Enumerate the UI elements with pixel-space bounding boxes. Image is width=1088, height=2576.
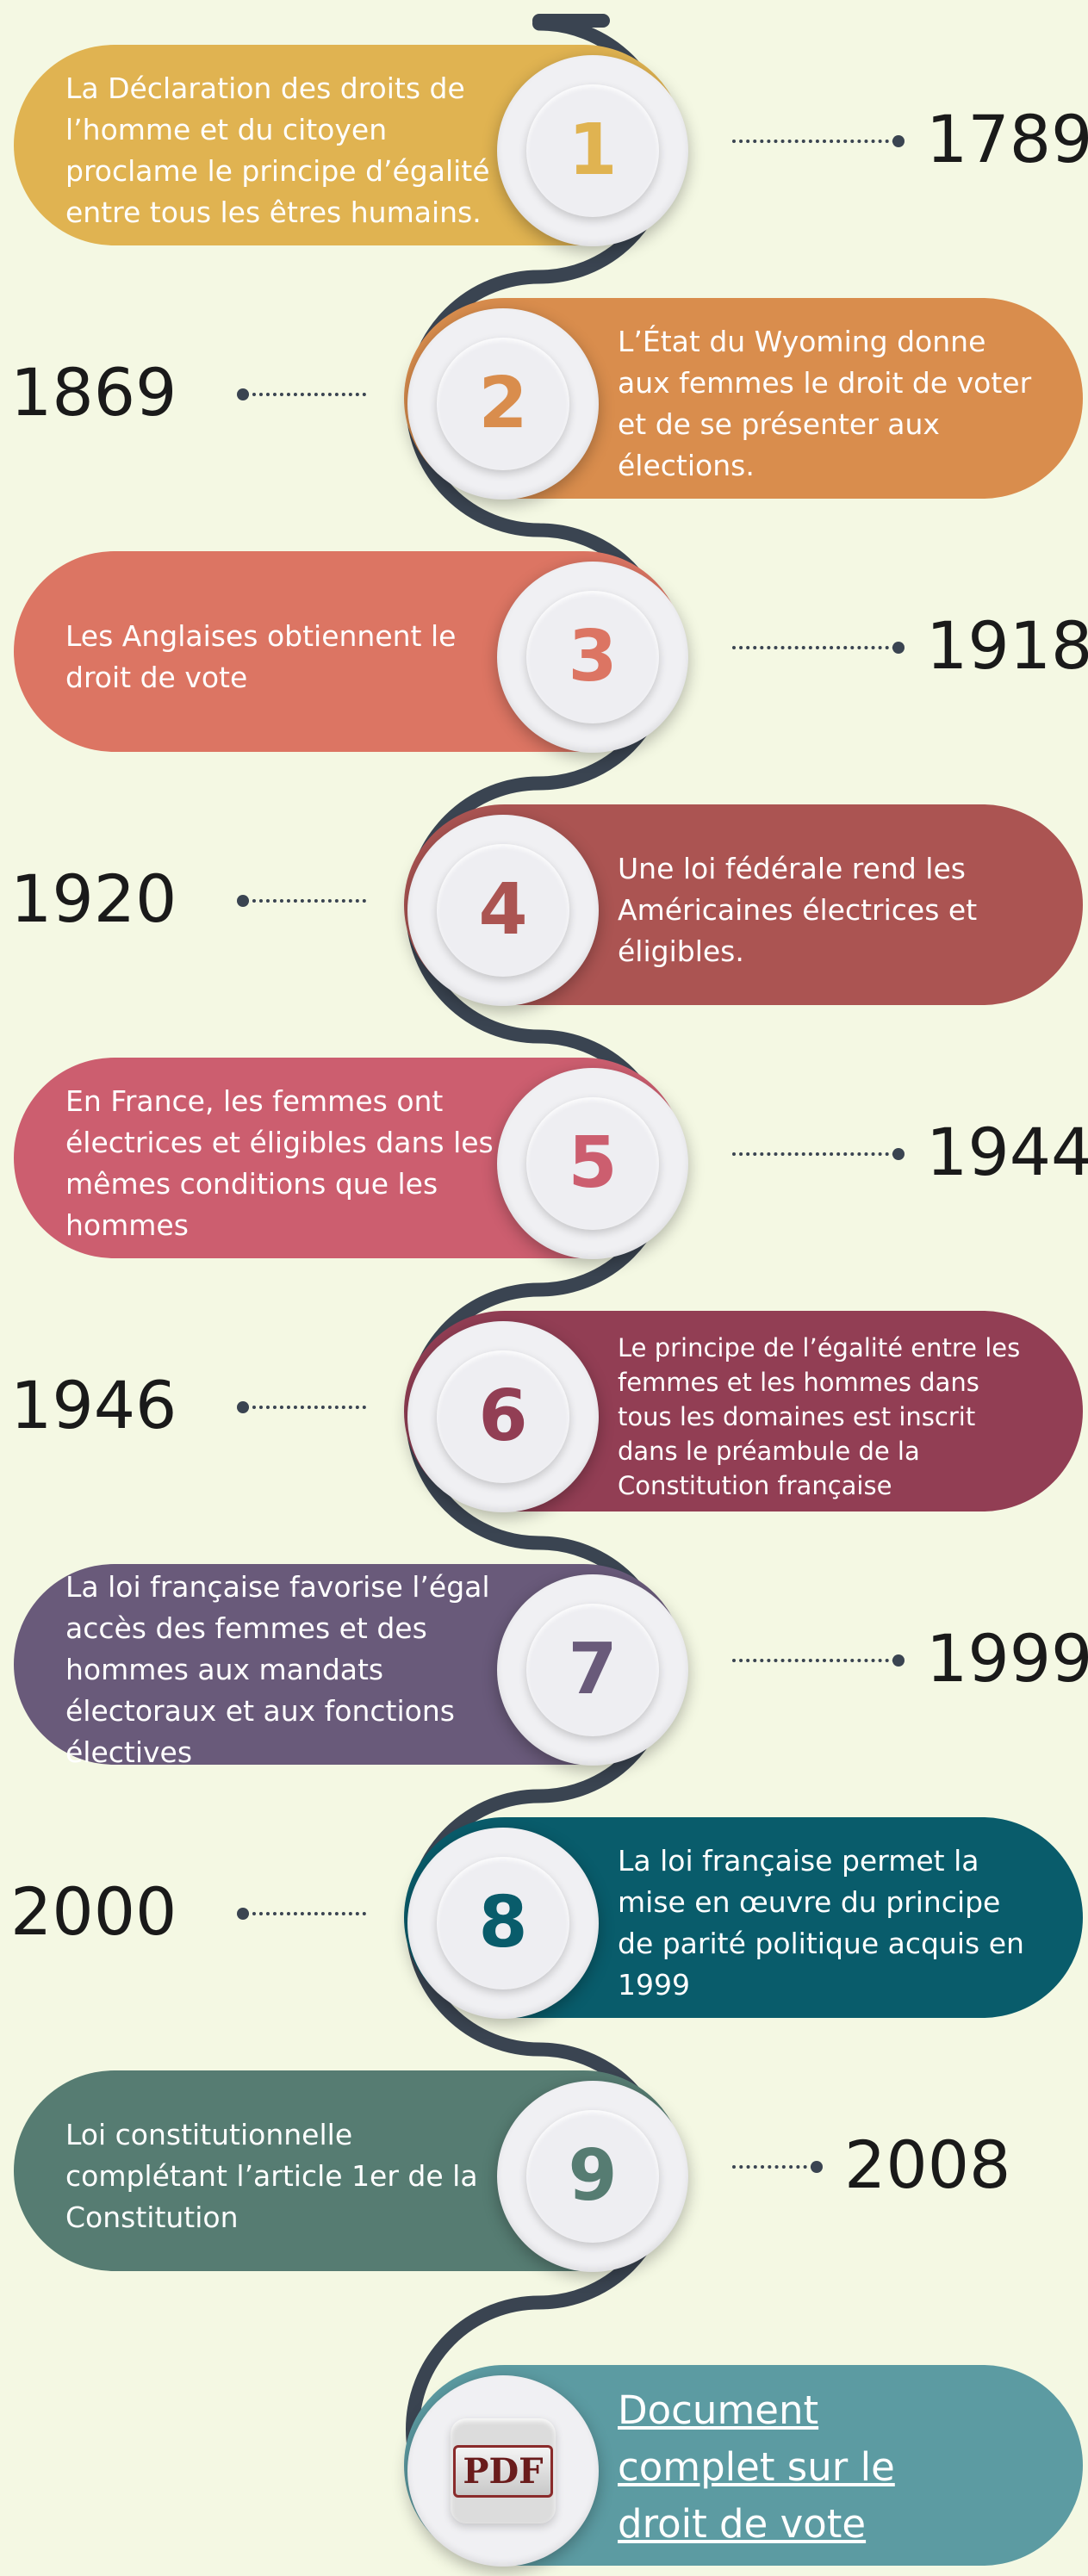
document-link[interactable]: Document complet sur le droit de vote [618,2387,895,2547]
milestone-number-badge: 2 [407,308,599,500]
milestone-number-badge: 4 [407,815,599,1006]
milestone-description: La Déclaration des droits de l’homme et … [65,71,490,229]
milestone-number-badge: 6 [407,1321,599,1512]
milestone-number-disc: 3 [526,591,659,723]
connector-line [732,1659,896,1662]
connector-dot [237,1401,249,1413]
pdf-icon[interactable]: PDF [451,2418,556,2523]
milestone-number: 3 [568,616,618,698]
milestone-number-badge: 5 [497,1068,688,1259]
milestone-year: 1946 [10,1367,177,1443]
milestone-year: 1918 [926,607,1088,684]
connector-dot [237,1908,249,1920]
connector-line [246,899,366,903]
milestone-description: Les Anglaises obtiennent le droit de vot… [65,618,457,694]
milestone-number-badge: 9 [497,2081,688,2272]
milestone-description: Loi constitutionnelle complétant l’artic… [65,2117,478,2234]
milestone-number: 2 [478,363,528,444]
connector-dot [237,388,249,400]
connector-line [732,140,896,143]
connector-line [732,1152,896,1156]
milestone-number: 1 [568,109,618,191]
milestone-number-disc: 8 [437,1857,569,1989]
connector-line [732,2165,814,2169]
milestone-number-badge: 3 [497,562,688,753]
milestone-number-disc: 7 [526,1604,659,1736]
pdf-icon-label: PDF [453,2444,553,2498]
milestone-year: 1944 [926,1114,1088,1190]
milestone-number-disc: 1 [526,84,659,217]
pdf-badge-circle[interactable]: PDF [407,2375,599,2567]
milestone-year: 1999 [926,1620,1088,1697]
connector-dot [892,1654,905,1667]
connector-line [246,1912,366,1915]
milestone-description: En France, les femmes ont électrices et … [65,1083,494,1242]
milestone-number: 5 [568,1122,618,1204]
milestone-number-disc: 2 [437,338,569,470]
milestone-number-badge: 1 [497,55,688,246]
connector-dot [811,2161,823,2173]
milestone-number: 7 [568,1629,618,1710]
milestone-number: 4 [478,869,528,951]
milestone-card: L’État du Wyoming donne aux femmes le dr… [385,298,1083,509]
milestone-description: L’État du Wyoming donne aux femmes le dr… [618,324,1032,482]
connector-line [246,1406,366,1409]
milestone-number-disc: 6 [437,1350,569,1483]
milestone-year: 2000 [10,1873,177,1950]
milestone-description: Le principe de l’égalité entre les femme… [618,1332,1021,1500]
milestone-number-badge: 7 [497,1574,688,1766]
milestone-number-disc: 5 [526,1097,659,1230]
milestone-number-badge: 8 [407,1828,599,2019]
connector-dot [892,642,905,654]
connector-dot [892,135,905,147]
milestone-number-disc: 4 [437,844,569,977]
connector-dot [237,895,249,907]
milestone-description: La loi française permet la mise en œuvre… [618,1843,1024,2002]
milestone-description: Une loi fédérale rend les Américaines él… [618,851,978,968]
milestone-year: 1920 [10,860,177,937]
milestone-year: 2008 [844,2126,1011,2203]
connector-line [246,393,366,396]
milestone-description: La loi française favorise l’égal accès d… [65,1569,490,1769]
milestone-year: 1789 [926,101,1088,177]
milestone-number: 6 [478,1375,528,1457]
connector-dot [892,1148,905,1160]
milestone-number: 8 [478,1882,528,1964]
milestone-year: 1869 [10,354,177,431]
milestone-number: 9 [568,2135,618,2217]
milestone-number-disc: 9 [526,2110,659,2243]
connector-line [732,646,896,649]
